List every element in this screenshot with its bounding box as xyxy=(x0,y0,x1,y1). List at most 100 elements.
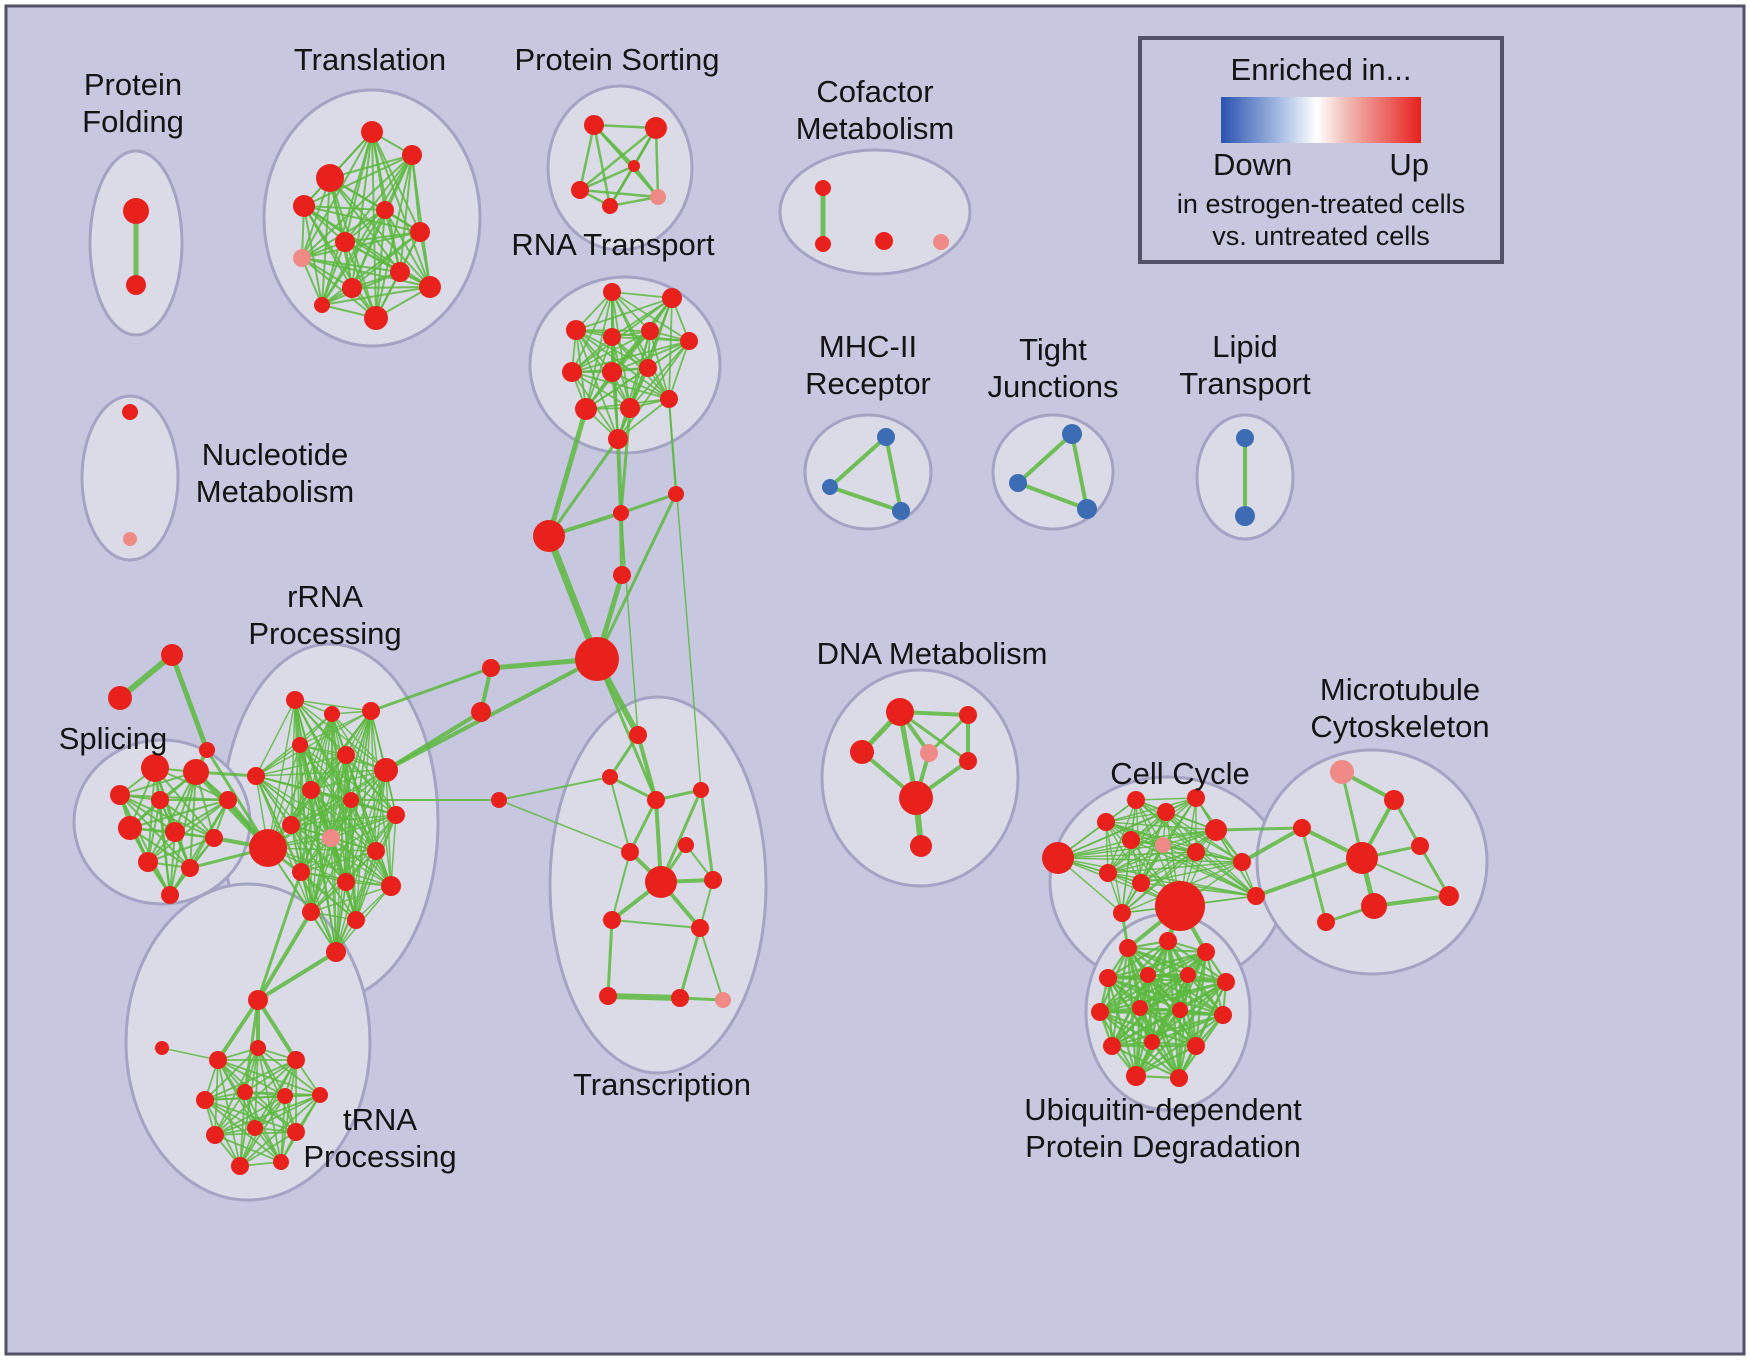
edge xyxy=(384,209,401,273)
cluster-label-nucleotide-metabolism: Nucleotide xyxy=(202,437,348,472)
cluster-ellipse-trna-processing xyxy=(124,882,372,1202)
cluster-label-mhc-ii-receptor: MHC-II xyxy=(819,329,917,364)
gene-set-node xyxy=(138,852,158,872)
gene-set-node xyxy=(250,1040,266,1056)
gene-set-node xyxy=(678,837,694,853)
gene-set-node xyxy=(376,201,394,219)
gene-set-node xyxy=(628,160,640,172)
gene-set-node xyxy=(933,234,949,250)
connector-node xyxy=(613,566,631,584)
edge xyxy=(390,814,397,887)
edge xyxy=(214,1047,259,1136)
edge xyxy=(303,205,377,319)
gene-set-node xyxy=(1247,887,1265,905)
edge xyxy=(321,241,346,306)
gene-set-node xyxy=(1361,893,1387,919)
edge xyxy=(699,927,724,1001)
edge xyxy=(159,799,171,896)
edge xyxy=(1110,1008,1182,1048)
edge xyxy=(294,699,387,771)
edge xyxy=(355,710,372,921)
gene-set-node xyxy=(822,479,838,495)
gene-set-node xyxy=(1384,790,1404,810)
gene-set-node xyxy=(629,726,647,744)
gene-set-node xyxy=(326,942,346,962)
edge xyxy=(255,754,347,777)
edge xyxy=(1106,976,1198,1048)
edge xyxy=(169,652,210,753)
edge xyxy=(617,330,651,440)
connector-node xyxy=(533,520,565,552)
edge xyxy=(1107,861,1243,874)
connector-node xyxy=(668,486,684,502)
edge xyxy=(619,406,632,515)
gene-set-node xyxy=(645,866,677,898)
edge xyxy=(161,1047,219,1061)
legend-gradient-bar xyxy=(1221,97,1421,143)
edge xyxy=(1204,950,1225,1017)
edge xyxy=(611,291,673,299)
gene-set-node xyxy=(899,781,933,815)
nodes xyxy=(108,115,1459,1175)
edge xyxy=(1194,950,1208,1048)
edge xyxy=(244,1091,282,1163)
gene-set-node xyxy=(680,332,698,350)
edge xyxy=(254,1094,321,1129)
gene-set-node xyxy=(237,1084,253,1100)
edge xyxy=(595,657,658,802)
edge xyxy=(1130,839,1257,897)
cluster-ellipse-nucleotide-metabolism xyxy=(80,394,180,562)
edge xyxy=(174,799,229,833)
gene-set-node xyxy=(603,283,621,301)
gene-set-node xyxy=(1330,760,1354,784)
gene-set-node xyxy=(1439,886,1459,906)
gene-set-node xyxy=(1217,973,1235,991)
gene-set-node xyxy=(1113,904,1131,922)
gene-set-node xyxy=(181,859,199,877)
cluster-label-rrna-processing: rRNA xyxy=(287,579,363,614)
cluster-label-lipid-transport: Transport xyxy=(1179,366,1311,401)
edge xyxy=(371,131,431,288)
gene-set-node xyxy=(1062,424,1082,444)
gene-set-node xyxy=(1127,791,1145,809)
gene-set-node xyxy=(892,502,910,520)
edge xyxy=(649,330,670,400)
edge xyxy=(1110,1013,1225,1048)
gene-set-node xyxy=(639,359,657,377)
edge xyxy=(329,177,431,288)
edge xyxy=(1135,797,1197,801)
edge xyxy=(351,131,373,289)
gene-set-node xyxy=(1122,831,1140,849)
gene-set-node xyxy=(292,737,308,753)
edge xyxy=(616,437,623,515)
edge xyxy=(578,123,596,192)
edge xyxy=(1214,826,1304,832)
edge xyxy=(300,710,372,873)
gene-set-node xyxy=(161,886,179,904)
edge xyxy=(611,919,701,929)
edge xyxy=(927,713,970,755)
edge xyxy=(267,847,392,887)
gene-set-node xyxy=(118,816,142,840)
edge xyxy=(256,910,313,1002)
cluster-ellipse-cofactor-metabolism xyxy=(778,148,972,276)
edge xyxy=(159,799,215,839)
edge xyxy=(310,789,357,921)
edge xyxy=(350,799,357,921)
cluster-label-rrna-processing: Processing xyxy=(248,616,401,651)
edge xyxy=(294,699,372,712)
gene-set-node xyxy=(316,164,344,192)
edge xyxy=(204,1059,297,1101)
edge xyxy=(330,837,337,953)
edge xyxy=(301,154,413,259)
gene-set-node xyxy=(183,759,209,785)
gene-set-node xyxy=(620,398,640,418)
cluster-label-protein-folding: Folding xyxy=(82,104,184,139)
edge xyxy=(310,789,392,887)
gene-set-node xyxy=(671,989,689,1007)
edge xyxy=(399,154,413,273)
gene-set-node xyxy=(910,835,932,857)
edge xyxy=(301,257,377,319)
